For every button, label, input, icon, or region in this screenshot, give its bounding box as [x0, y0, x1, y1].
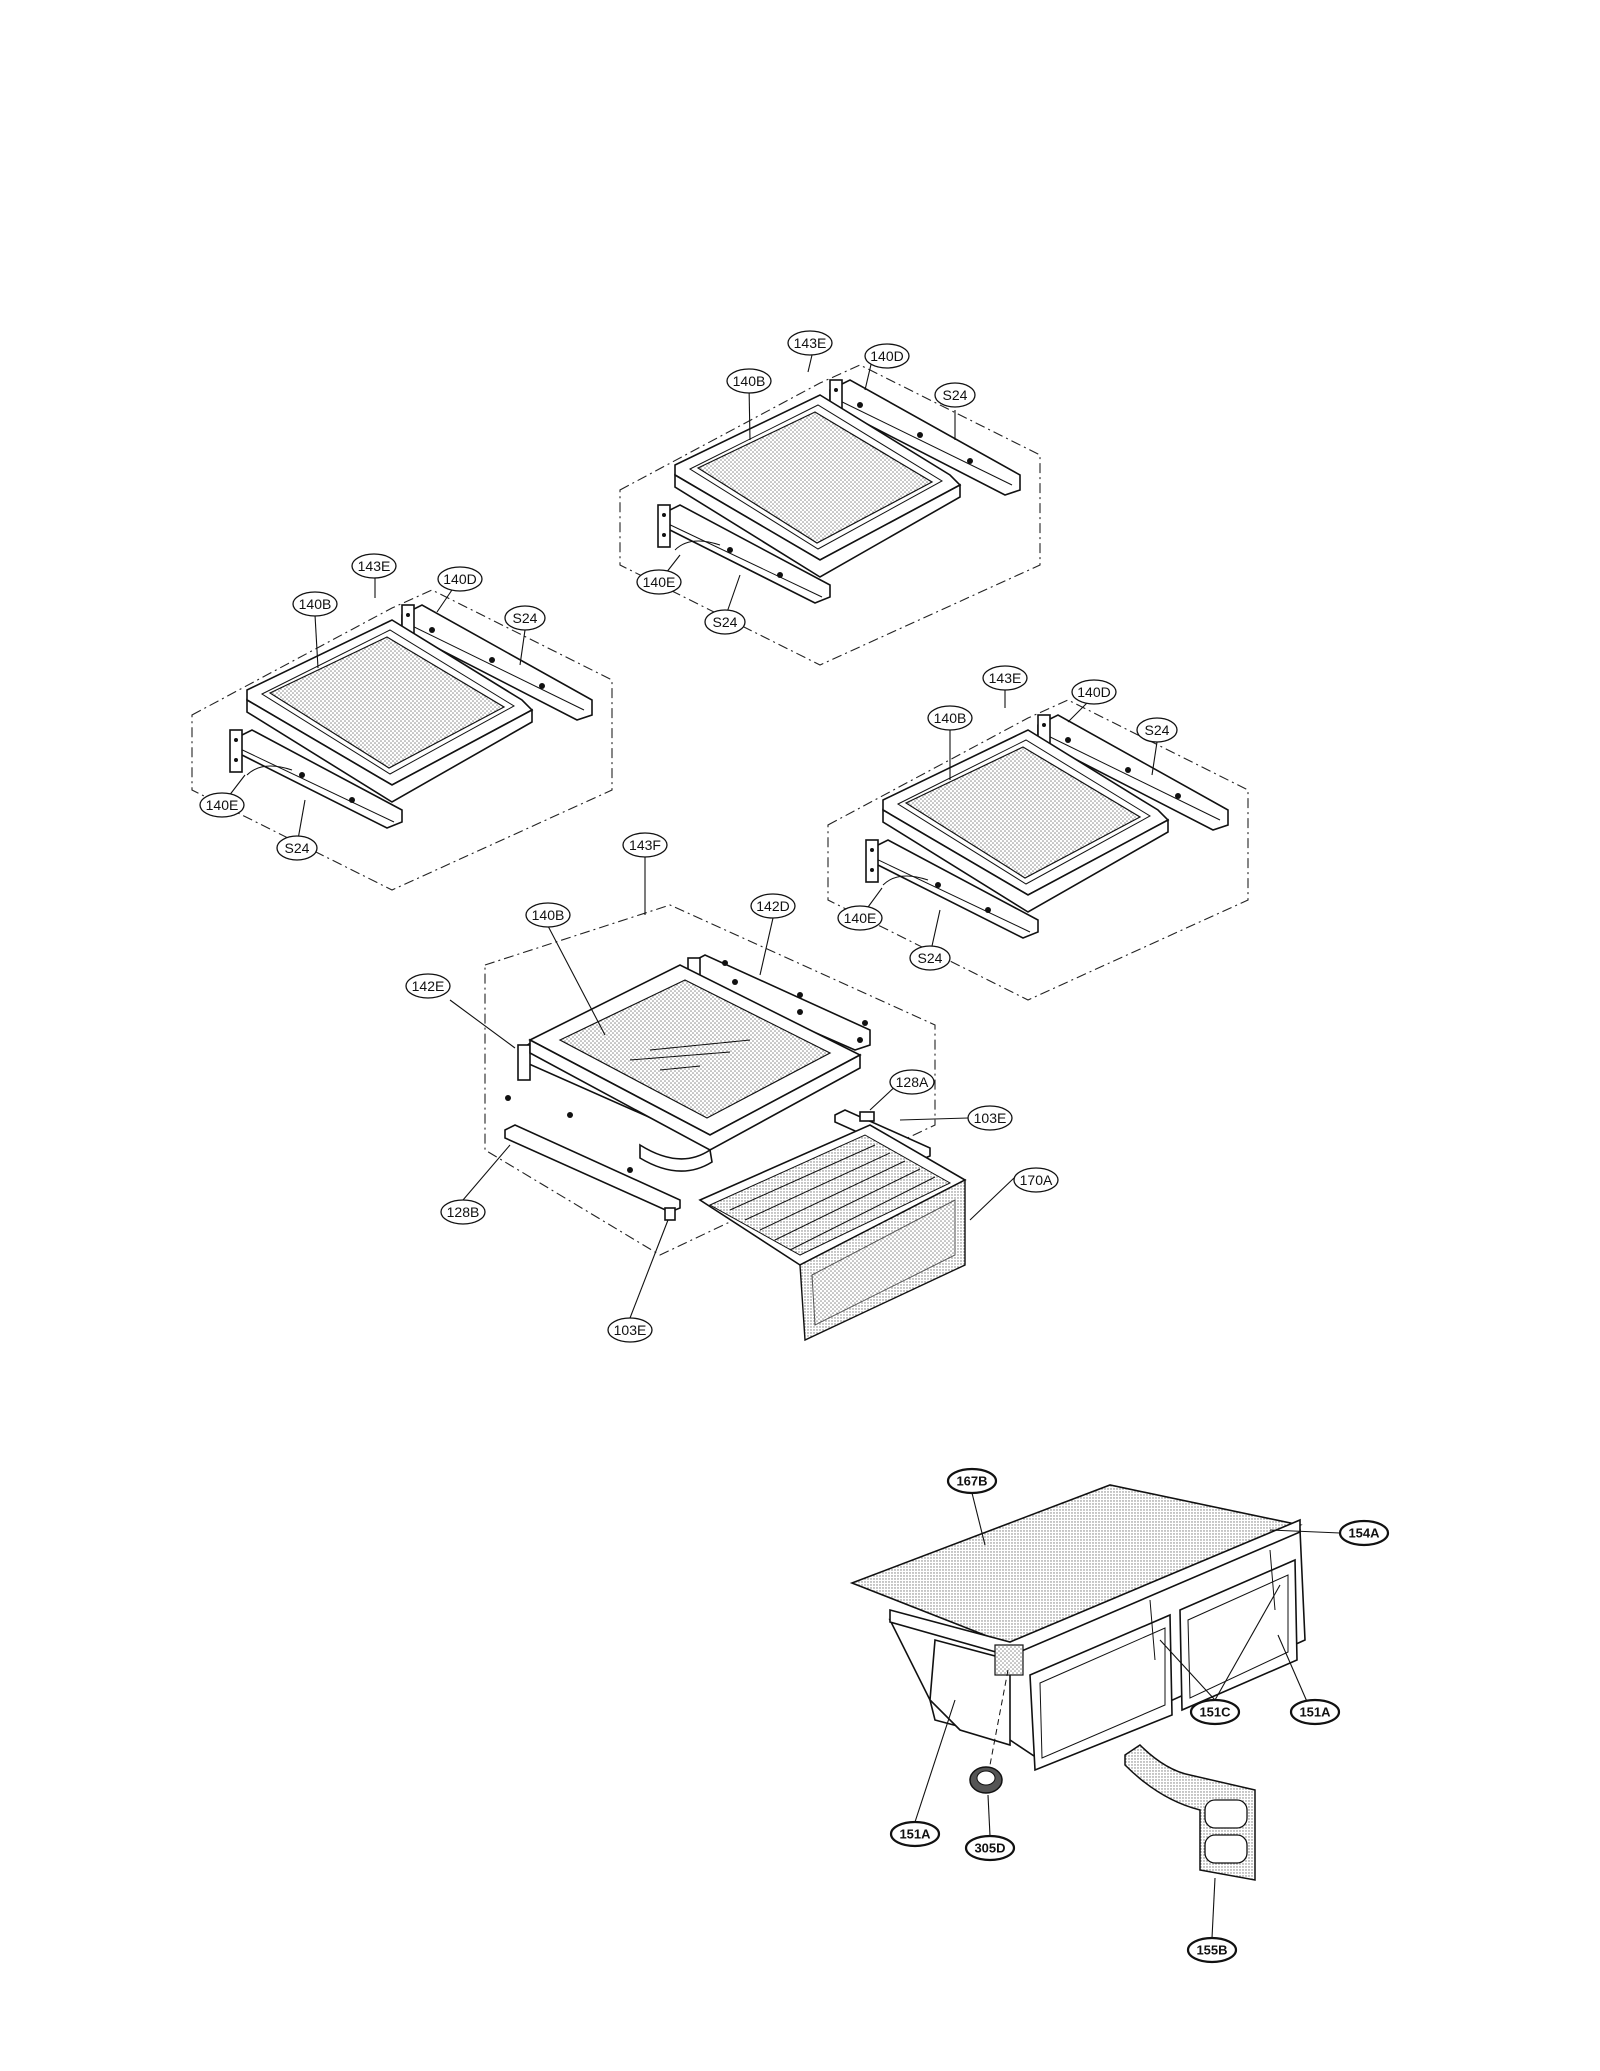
callout-143E: 143E: [787, 330, 833, 356]
svg-text:151C: 151C: [1199, 1705, 1231, 1720]
svg-text:170A: 170A: [1020, 1172, 1053, 1188]
svg-text:140E: 140E: [206, 797, 239, 813]
svg-text:305D: 305D: [974, 1841, 1005, 1856]
svg-text:142D: 142D: [756, 898, 789, 914]
callout-151A: 151A: [1289, 1698, 1341, 1726]
callout-S24: S24: [276, 835, 318, 861]
callout-128A: 128A: [889, 1069, 935, 1095]
callout-140B: 140B: [726, 368, 772, 394]
crisper-cover-assembly: [849, 1484, 1306, 1881]
callout-170A: 170A: [1013, 1167, 1059, 1193]
callout-305D: 305D: [964, 1834, 1016, 1862]
callout-151C: 151C: [1189, 1698, 1241, 1726]
svg-text:142E: 142E: [412, 978, 445, 994]
callout-151A: 151A: [889, 1820, 941, 1848]
svg-text:S24: S24: [1145, 722, 1170, 738]
svg-text:140B: 140B: [299, 596, 332, 612]
callout-140D: 140D: [437, 566, 483, 592]
svg-text:S24: S24: [285, 840, 310, 856]
shelf-assembly-left: [191, 589, 613, 891]
callouts-crisper: 143F 140B 142D 142E 128A 103E 170A 128B …: [405, 832, 1059, 1343]
callout-140B: 140B: [292, 591, 338, 617]
callouts-shelf-left: 143E 140D 140B S24 140E S24: [199, 553, 546, 861]
svg-text:140B: 140B: [934, 710, 967, 726]
svg-text:143E: 143E: [358, 558, 391, 574]
svg-text:140B: 140B: [532, 907, 565, 923]
svg-text:103E: 103E: [614, 1322, 647, 1338]
callout-140D: 140D: [1071, 679, 1117, 705]
crisper-drawer: [698, 1124, 967, 1342]
svg-text:128A: 128A: [896, 1074, 929, 1090]
callout-154A: 154A: [1338, 1519, 1390, 1547]
svg-text:103E: 103E: [974, 1110, 1007, 1126]
callout-140E: 140E: [199, 792, 245, 818]
svg-text:S24: S24: [943, 387, 968, 403]
svg-text:128B: 128B: [447, 1204, 480, 1220]
svg-text:S24: S24: [513, 610, 538, 626]
callout-140D: 140D: [864, 343, 910, 369]
callout-S24: S24: [504, 605, 546, 631]
callout-142D: 142D: [750, 893, 796, 919]
svg-text:143E: 143E: [794, 335, 827, 351]
shelf-assembly-right: [827, 699, 1249, 1001]
svg-text:140E: 140E: [643, 574, 676, 590]
callout-128B: 128B: [440, 1199, 486, 1225]
callout-155B: 155B: [1186, 1936, 1238, 1964]
callout-S24: S24: [909, 945, 951, 971]
callout-140B: 140B: [927, 705, 973, 731]
callout-142E: 142E: [405, 973, 451, 999]
callout-140B: 140B: [525, 902, 571, 928]
callout-103E: 103E: [967, 1105, 1013, 1131]
callout-140E: 140E: [636, 569, 682, 595]
callout-143F: 143F: [622, 832, 668, 858]
svg-text:S24: S24: [713, 614, 738, 630]
callout-140E: 140E: [837, 905, 883, 931]
callouts-cover: 167B 154A 151C 151A 151A 305D 155B: [889, 1467, 1390, 1964]
callout-S24: S24: [934, 382, 976, 408]
callout-S24: S24: [704, 609, 746, 635]
svg-text:140B: 140B: [733, 373, 766, 389]
svg-text:155B: 155B: [1196, 1943, 1227, 1958]
svg-text:151A: 151A: [1299, 1705, 1331, 1720]
svg-text:143E: 143E: [989, 670, 1022, 686]
callout-167B: 167B: [946, 1467, 998, 1495]
callouts-shelf-right: 143E 140D 140B S24 140E S24: [837, 665, 1178, 971]
svg-text:154A: 154A: [1348, 1526, 1380, 1541]
svg-text:140D: 140D: [870, 348, 903, 364]
damper-knob: [969, 1669, 1009, 1794]
bracket: [1124, 1744, 1256, 1881]
svg-text:167B: 167B: [956, 1474, 987, 1489]
callout-103E: 103E: [607, 1317, 653, 1343]
svg-text:140D: 140D: [1077, 684, 1110, 700]
shelf-assembly-upper: [619, 364, 1041, 666]
svg-text:140E: 140E: [844, 910, 877, 926]
crisper-shelf-assembly: [484, 904, 967, 1342]
callout-143E: 143E: [351, 553, 397, 579]
callout-143E: 143E: [982, 665, 1028, 691]
svg-text:143F: 143F: [629, 837, 661, 853]
callouts-shelf-upper: 143E 140D 140B S24 140E S24: [636, 330, 976, 635]
callout-S24: S24: [1136, 717, 1178, 743]
svg-text:140D: 140D: [443, 571, 476, 587]
svg-text:S24: S24: [918, 950, 943, 966]
svg-text:151A: 151A: [899, 1827, 931, 1842]
